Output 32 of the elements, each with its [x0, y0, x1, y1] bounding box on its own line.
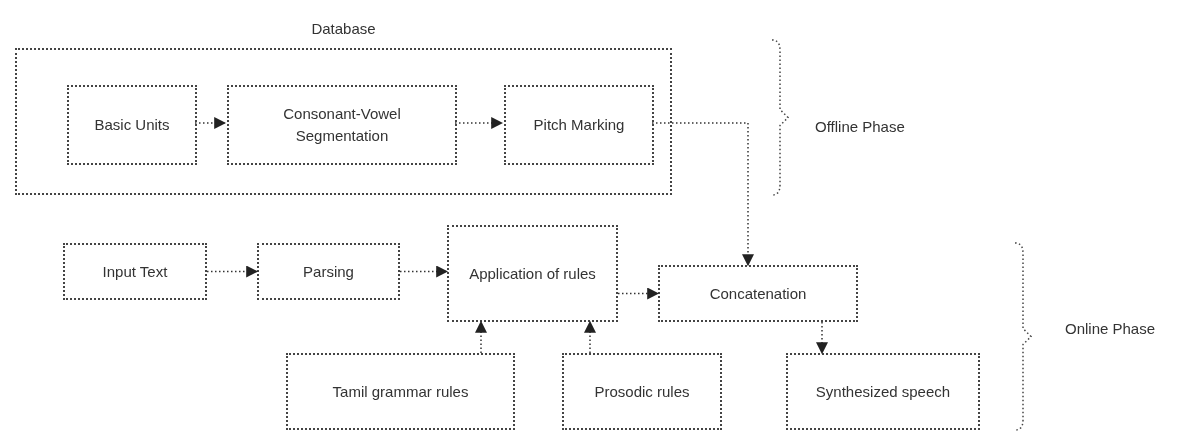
box-label: Parsing [303, 261, 354, 282]
arrow [399, 265, 449, 278]
box-label: Concatenation [709, 283, 807, 304]
box-label: Basic Units [94, 115, 170, 135]
arrow [816, 321, 828, 355]
box-label: Pitch Marking [533, 115, 625, 135]
process-box [658, 265, 858, 322]
box-label: Application of rules [469, 263, 596, 284]
arrow [454, 117, 504, 129]
box-label: Input Text [102, 261, 168, 282]
arrow [617, 287, 660, 300]
arrow [584, 320, 596, 354]
arrow [475, 320, 487, 354]
process-box [562, 353, 722, 430]
process-box [786, 353, 980, 430]
process-box [447, 225, 618, 322]
arrow [206, 265, 259, 278]
arrow [651, 122, 754, 267]
phase-label: Offline Phase [815, 117, 905, 137]
process-box [504, 85, 654, 165]
process-box [63, 243, 207, 300]
process-box [257, 243, 400, 300]
box-label: Synthesized speech [815, 381, 951, 402]
arrow [194, 117, 227, 129]
phase-label: Online Phase [1065, 319, 1156, 339]
process-box [227, 85, 457, 165]
process-box [67, 85, 197, 165]
group-title: Database [310, 19, 377, 39]
box-label: Prosodic rules [594, 381, 690, 402]
process-box [286, 353, 515, 430]
box-label: Consonant-Vowel Segmentation [282, 104, 402, 146]
box-label: Tamil grammar rules [332, 381, 469, 402]
